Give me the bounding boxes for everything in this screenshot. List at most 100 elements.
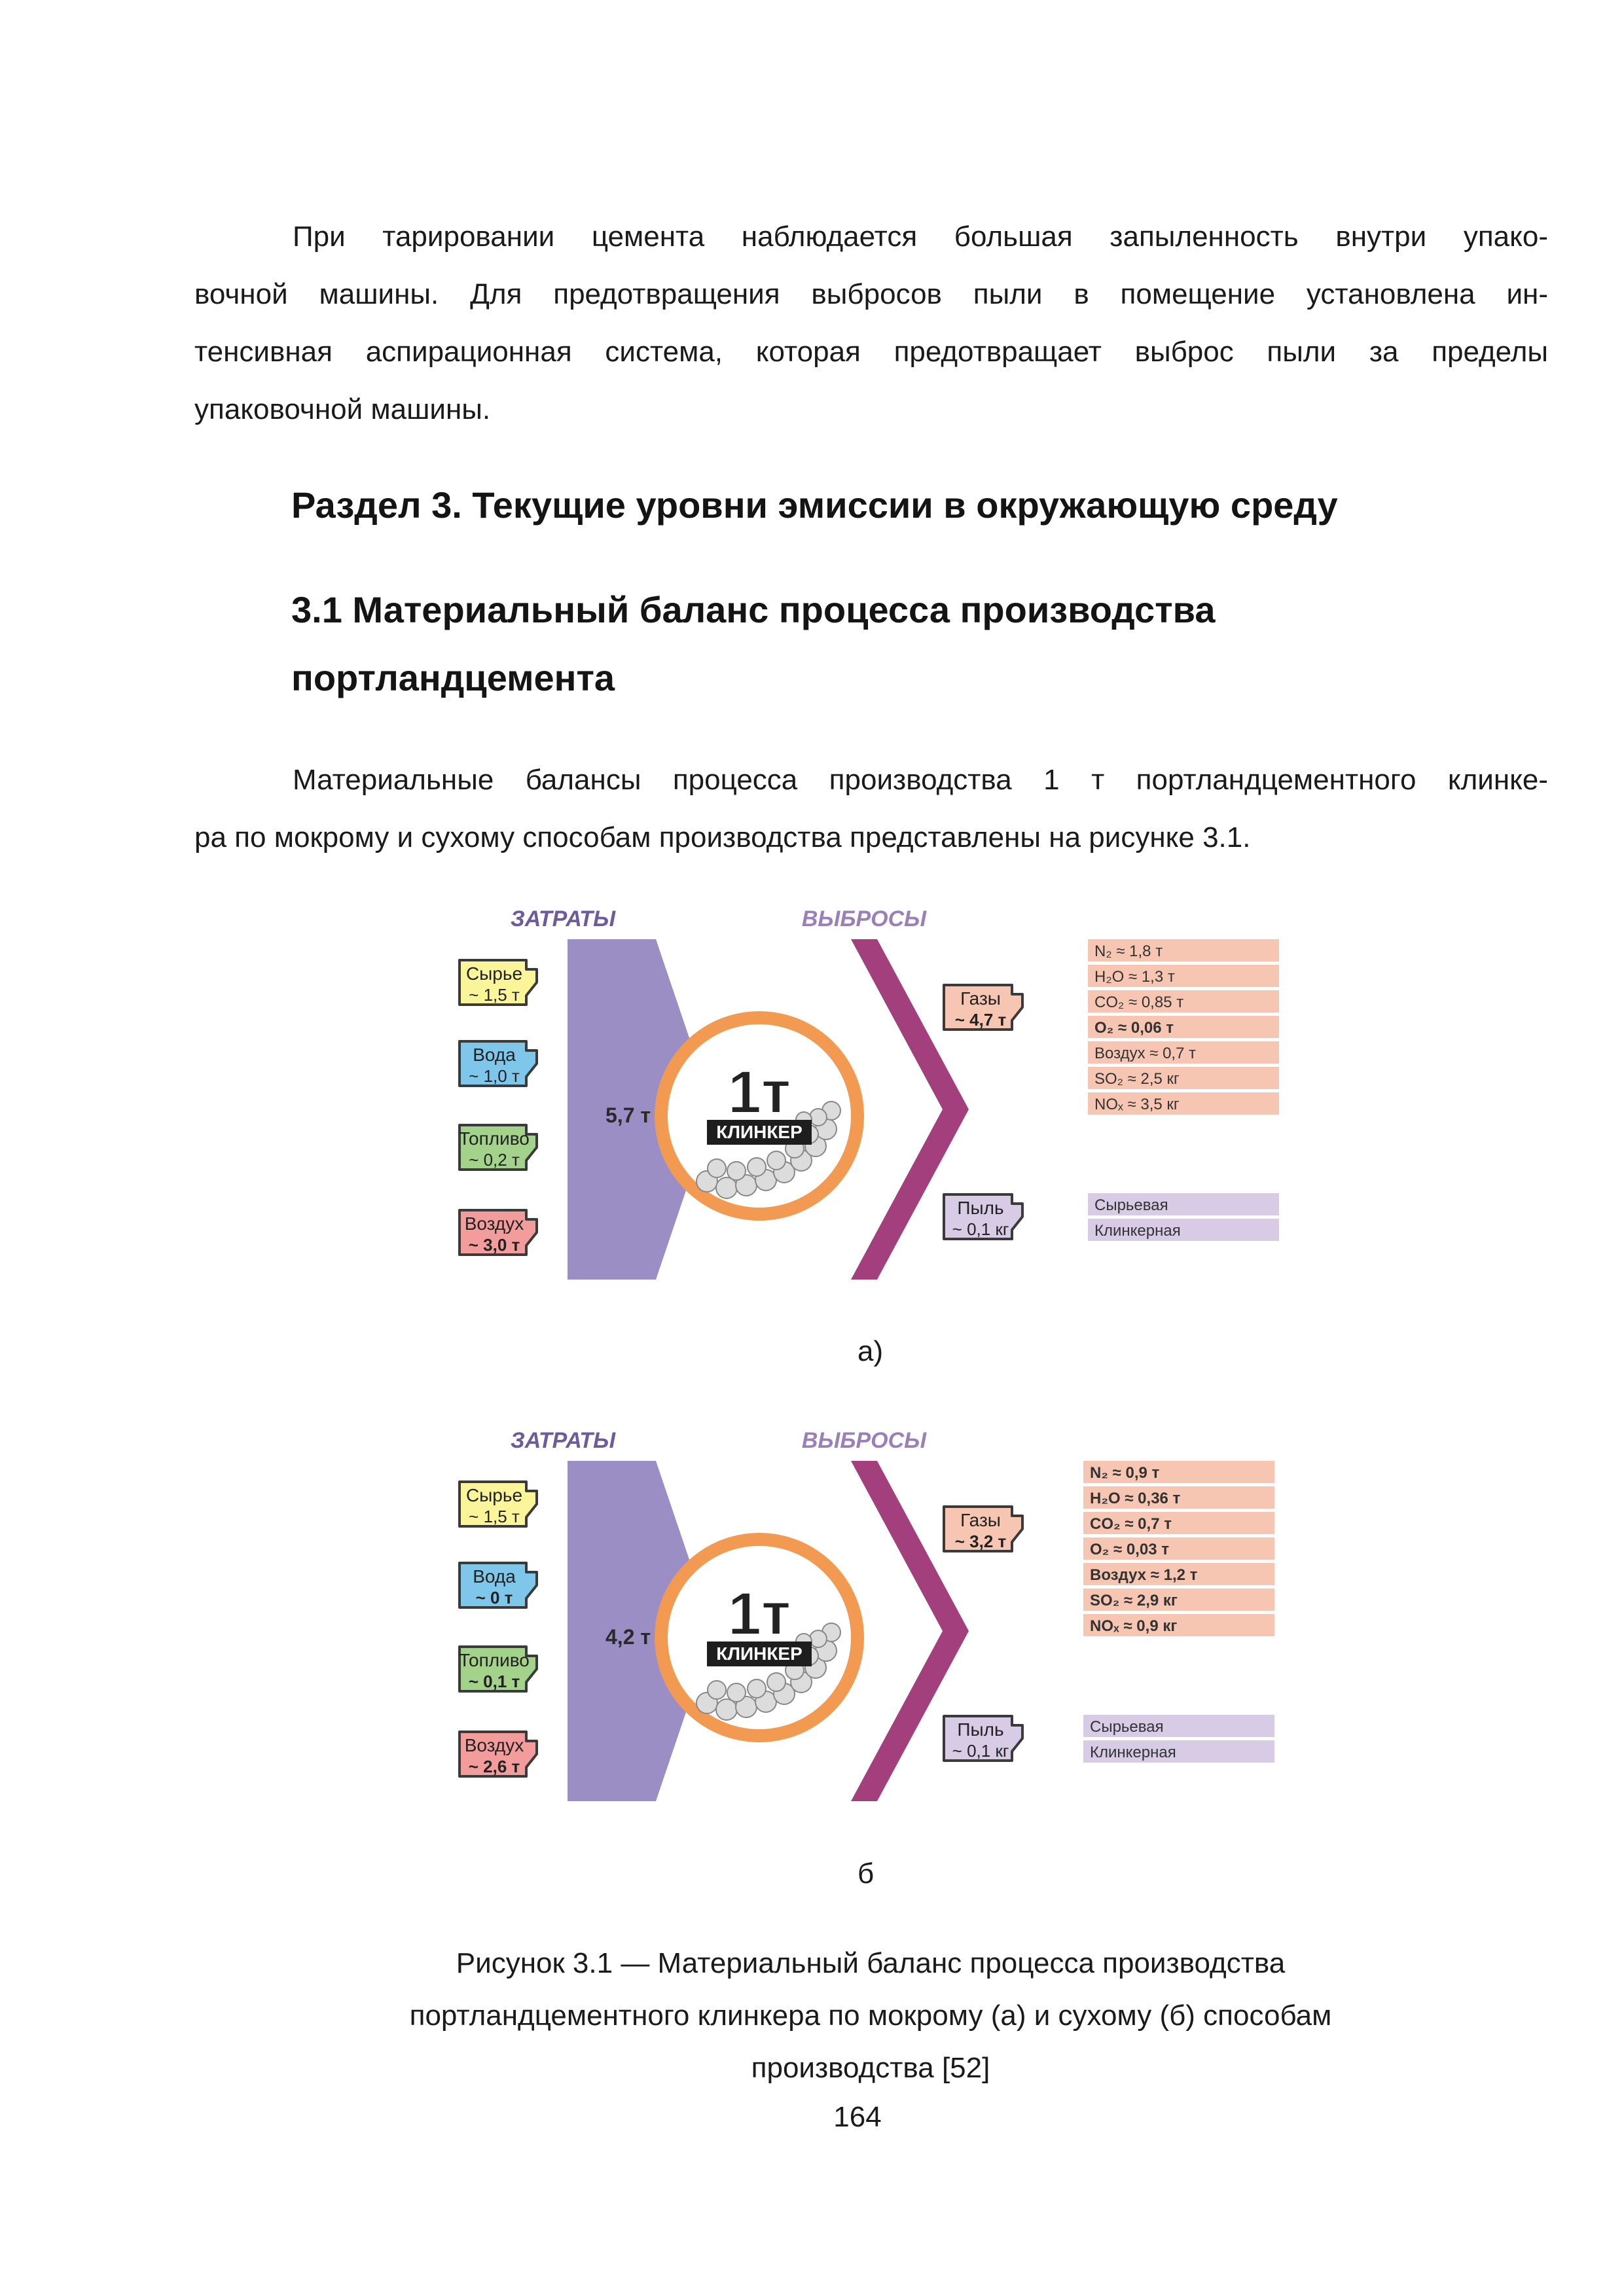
diagram-wet-process: ЗАТРАТЫ ВЫБРОСЫ 5,7 т Сырье ~ 1,5 т Вода… bbox=[458, 906, 1279, 1280]
output-dust: Пыль ~ 0,1 кг bbox=[943, 1715, 1024, 1762]
caption-line: портландцементного клинкера по мокрому (… bbox=[409, 2000, 1332, 2032]
gas-row bbox=[1083, 1588, 1274, 1611]
gas-row bbox=[1088, 1067, 1279, 1089]
input-name: Воздух bbox=[465, 1213, 524, 1234]
clinker-circle: 1т КЛИНКЕР bbox=[655, 1533, 864, 1742]
gas-row bbox=[1088, 990, 1279, 1013]
gas-row bbox=[1083, 1537, 1274, 1560]
input-water: Вода ~ 1,0 т bbox=[458, 1040, 538, 1087]
input-fuel: Топливо ~ 0,2 т bbox=[458, 1124, 538, 1171]
dust-row bbox=[1088, 1193, 1279, 1215]
paragraph-line: При тарировании цемента наблюдается боль… bbox=[293, 221, 1548, 253]
gas-item: H₂O ≈ 0,36 т bbox=[1090, 1490, 1181, 1507]
intro-paragraph: При тарировании цемента наблюдается боль… bbox=[194, 208, 1548, 439]
dust-list: Сырьевая Клинкерная bbox=[1083, 1715, 1274, 1763]
output-value: ~ 3,2 т bbox=[955, 1532, 1007, 1551]
output-arrow-shape bbox=[943, 1505, 1024, 1552]
input-arrow-shape bbox=[458, 1480, 538, 1528]
input-value: ~ 1,5 т bbox=[469, 985, 520, 1005]
input-arrow-shape bbox=[458, 1124, 538, 1171]
input-air: Воздух ~ 3,0 т bbox=[458, 1209, 538, 1256]
inputs-title: ЗАТРАТЫ bbox=[511, 1428, 616, 1453]
output-gases: Газы ~ 3,2 т bbox=[943, 1505, 1024, 1552]
input-arrow-shape bbox=[458, 1645, 538, 1693]
input-name: Вода bbox=[473, 1566, 516, 1587]
gas-row bbox=[1088, 1016, 1279, 1038]
input-name: Сырье bbox=[466, 1485, 522, 1505]
input-air: Воздух ~ 2,6 т bbox=[458, 1731, 538, 1778]
subsection-heading-line: 3.1 Материальный баланс процесса произво… bbox=[291, 589, 1216, 630]
input-value: ~ 0,1 т bbox=[469, 1672, 520, 1691]
input-fuel: Топливо ~ 0,1 т bbox=[458, 1645, 538, 1693]
output-name: Газы bbox=[960, 988, 1001, 1009]
figure-caption: Рисунок 3.1 — Материальный баланс процес… bbox=[288, 1937, 1453, 2094]
inputs-total: 4,2 т bbox=[605, 1625, 651, 1649]
input-name: Топливо bbox=[459, 1128, 530, 1149]
output-name: Пыль bbox=[957, 1719, 1003, 1740]
output-dust: Пыль ~ 0,1 кг bbox=[943, 1193, 1024, 1240]
gas-row bbox=[1083, 1512, 1274, 1534]
gas-item: O₂ ≈ 0,03 т bbox=[1090, 1541, 1169, 1558]
gas-item: H₂O ≈ 1,3 т bbox=[1094, 968, 1175, 986]
clinker-amount: 1т bbox=[728, 1059, 791, 1126]
dust-row bbox=[1083, 1715, 1274, 1737]
output-value: ~ 4,7 т bbox=[955, 1010, 1007, 1030]
input-value: ~ 3,0 т bbox=[469, 1235, 520, 1255]
output-name: Газы bbox=[960, 1510, 1001, 1530]
input-name: Вода bbox=[473, 1045, 516, 1065]
gas-row bbox=[1088, 965, 1279, 987]
input-value: ~ 0 т bbox=[476, 1588, 513, 1607]
gas-item: CO₂ ≈ 0,7 т bbox=[1090, 1515, 1172, 1533]
section-heading: Раздел 3. Текущие уровни эмиссии в окруж… bbox=[291, 484, 1338, 526]
paragraph-line: Материальные балансы процесса производст… bbox=[293, 764, 1548, 796]
gas-row bbox=[1083, 1461, 1274, 1483]
output-arrow-shape bbox=[943, 1193, 1024, 1240]
gas-item: SO₂ ≈ 2,5 кг bbox=[1094, 1070, 1180, 1088]
outputs-title: ВЫБРОСЫ bbox=[802, 1428, 927, 1453]
clinker-label: КЛИНКЕР bbox=[716, 1122, 803, 1142]
diagram-dry-process: ЗАТРАТЫ ВЫБРОСЫ 4,2 т Сырье ~ 1,5 т Вода… bbox=[458, 1428, 1274, 1801]
input-value: ~ 1,5 т bbox=[469, 1507, 520, 1526]
dust-item: Сырьевая bbox=[1090, 1718, 1164, 1736]
subsection-heading-line: портландцемента bbox=[291, 657, 615, 698]
clinker-label-bg bbox=[707, 1120, 812, 1145]
gas-list: N₂ ≈ 1,8 т H₂O ≈ 1,3 т CO₂ ≈ 0,85 т O₂ ≈… bbox=[1088, 939, 1279, 1115]
gas-row bbox=[1088, 1092, 1279, 1115]
inputs-title: ЗАТРАТЫ bbox=[511, 906, 616, 931]
clinker-circle: 1т КЛИНКЕР bbox=[655, 1011, 864, 1221]
input-raw: Сырье ~ 1,5 т bbox=[458, 959, 538, 1006]
gas-row bbox=[1083, 1563, 1274, 1585]
gas-item: Воздух ≈ 0,7 т bbox=[1094, 1045, 1196, 1062]
balance-paragraph: Материальные балансы процесса производст… bbox=[194, 751, 1548, 867]
dust-row bbox=[1088, 1219, 1279, 1241]
diagram-label-a: а) bbox=[857, 1335, 884, 1367]
gas-item: N₂ ≈ 0,9 т bbox=[1090, 1464, 1160, 1482]
gas-list: N₂ ≈ 0,9 т H₂O ≈ 0,36 т CO₂ ≈ 0,7 т O₂ ≈… bbox=[1083, 1461, 1274, 1636]
outputs-arrow bbox=[851, 939, 969, 1280]
gas-item: NOₓ ≈ 3,5 кг bbox=[1094, 1096, 1180, 1113]
output-value: ~ 0,1 кг bbox=[952, 1219, 1009, 1239]
clinker-label: КЛИНКЕР bbox=[716, 1643, 803, 1664]
input-water: Вода ~ 0 т bbox=[458, 1562, 538, 1609]
input-raw: Сырье ~ 1,5 т bbox=[458, 1480, 538, 1528]
gas-item: O₂ ≈ 0,06 т bbox=[1094, 1019, 1174, 1037]
dust-item: Клинкерная bbox=[1094, 1222, 1181, 1240]
input-arrow-shape bbox=[458, 1040, 538, 1087]
output-arrow-shape bbox=[943, 984, 1024, 1031]
input-value: ~ 2,6 т bbox=[469, 1757, 520, 1776]
paragraph-line: упаковочной машины. bbox=[194, 393, 491, 425]
input-value: ~ 1,0 т bbox=[469, 1066, 520, 1086]
gas-item: CO₂ ≈ 0,85 т bbox=[1094, 994, 1183, 1011]
outputs-arrow bbox=[851, 1461, 969, 1801]
input-value: ~ 0,2 т bbox=[469, 1150, 520, 1170]
diagram-label-b: б bbox=[857, 1857, 875, 1890]
page-number: 164 bbox=[833, 2101, 882, 2133]
clinker-label-bg bbox=[707, 1641, 812, 1666]
output-gases: Газы ~ 4,7 т bbox=[943, 984, 1024, 1031]
gas-item: Воздух ≈ 1,2 т bbox=[1090, 1566, 1198, 1584]
subsection-heading: 3.1 Материальный баланс процесса произво… bbox=[291, 576, 1215, 712]
gas-row bbox=[1083, 1486, 1274, 1509]
paragraph-line: тенсивная аспирационная система, которая… bbox=[194, 336, 1548, 368]
paragraph-line: ра по мокрому и сухому способам производ… bbox=[194, 821, 1251, 853]
inputs-total: 5,7 т bbox=[605, 1103, 651, 1127]
